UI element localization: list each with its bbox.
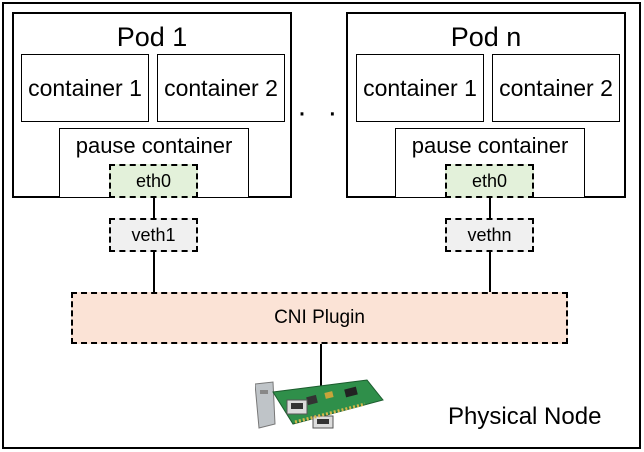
pod-n-container-1: container 1 xyxy=(356,54,484,122)
pod-1-eth-veth-link xyxy=(153,198,155,218)
pod-1-veth-cni-link xyxy=(153,252,155,292)
pod-1-title: Pod 1 xyxy=(116,22,188,52)
cni-nic-link xyxy=(320,344,322,392)
pod-n-eth0: eth0 xyxy=(445,164,534,198)
pod-n-container-2: container 2 xyxy=(492,54,620,122)
pod-n-vethn: vethn xyxy=(445,218,534,252)
pod-1-container-2: container 2 xyxy=(157,54,285,122)
physical-node-label: Physical Node xyxy=(448,403,602,430)
pod-1-container-1: container 1 xyxy=(21,54,149,122)
pod-n-pause-label: pause container xyxy=(411,133,569,158)
pod-1-pause-label: pause container xyxy=(75,133,233,158)
pod-1-eth0: eth0 xyxy=(109,164,198,198)
pod-n-eth-veth-link xyxy=(489,198,491,218)
network-card-icon xyxy=(255,379,384,429)
pod-1-veth1: veth1 xyxy=(109,218,198,252)
pod-n-title: Pod n xyxy=(450,22,522,52)
cni-plugin: CNI Plugin xyxy=(71,292,568,344)
pod-n-veth-cni-link xyxy=(489,252,491,292)
